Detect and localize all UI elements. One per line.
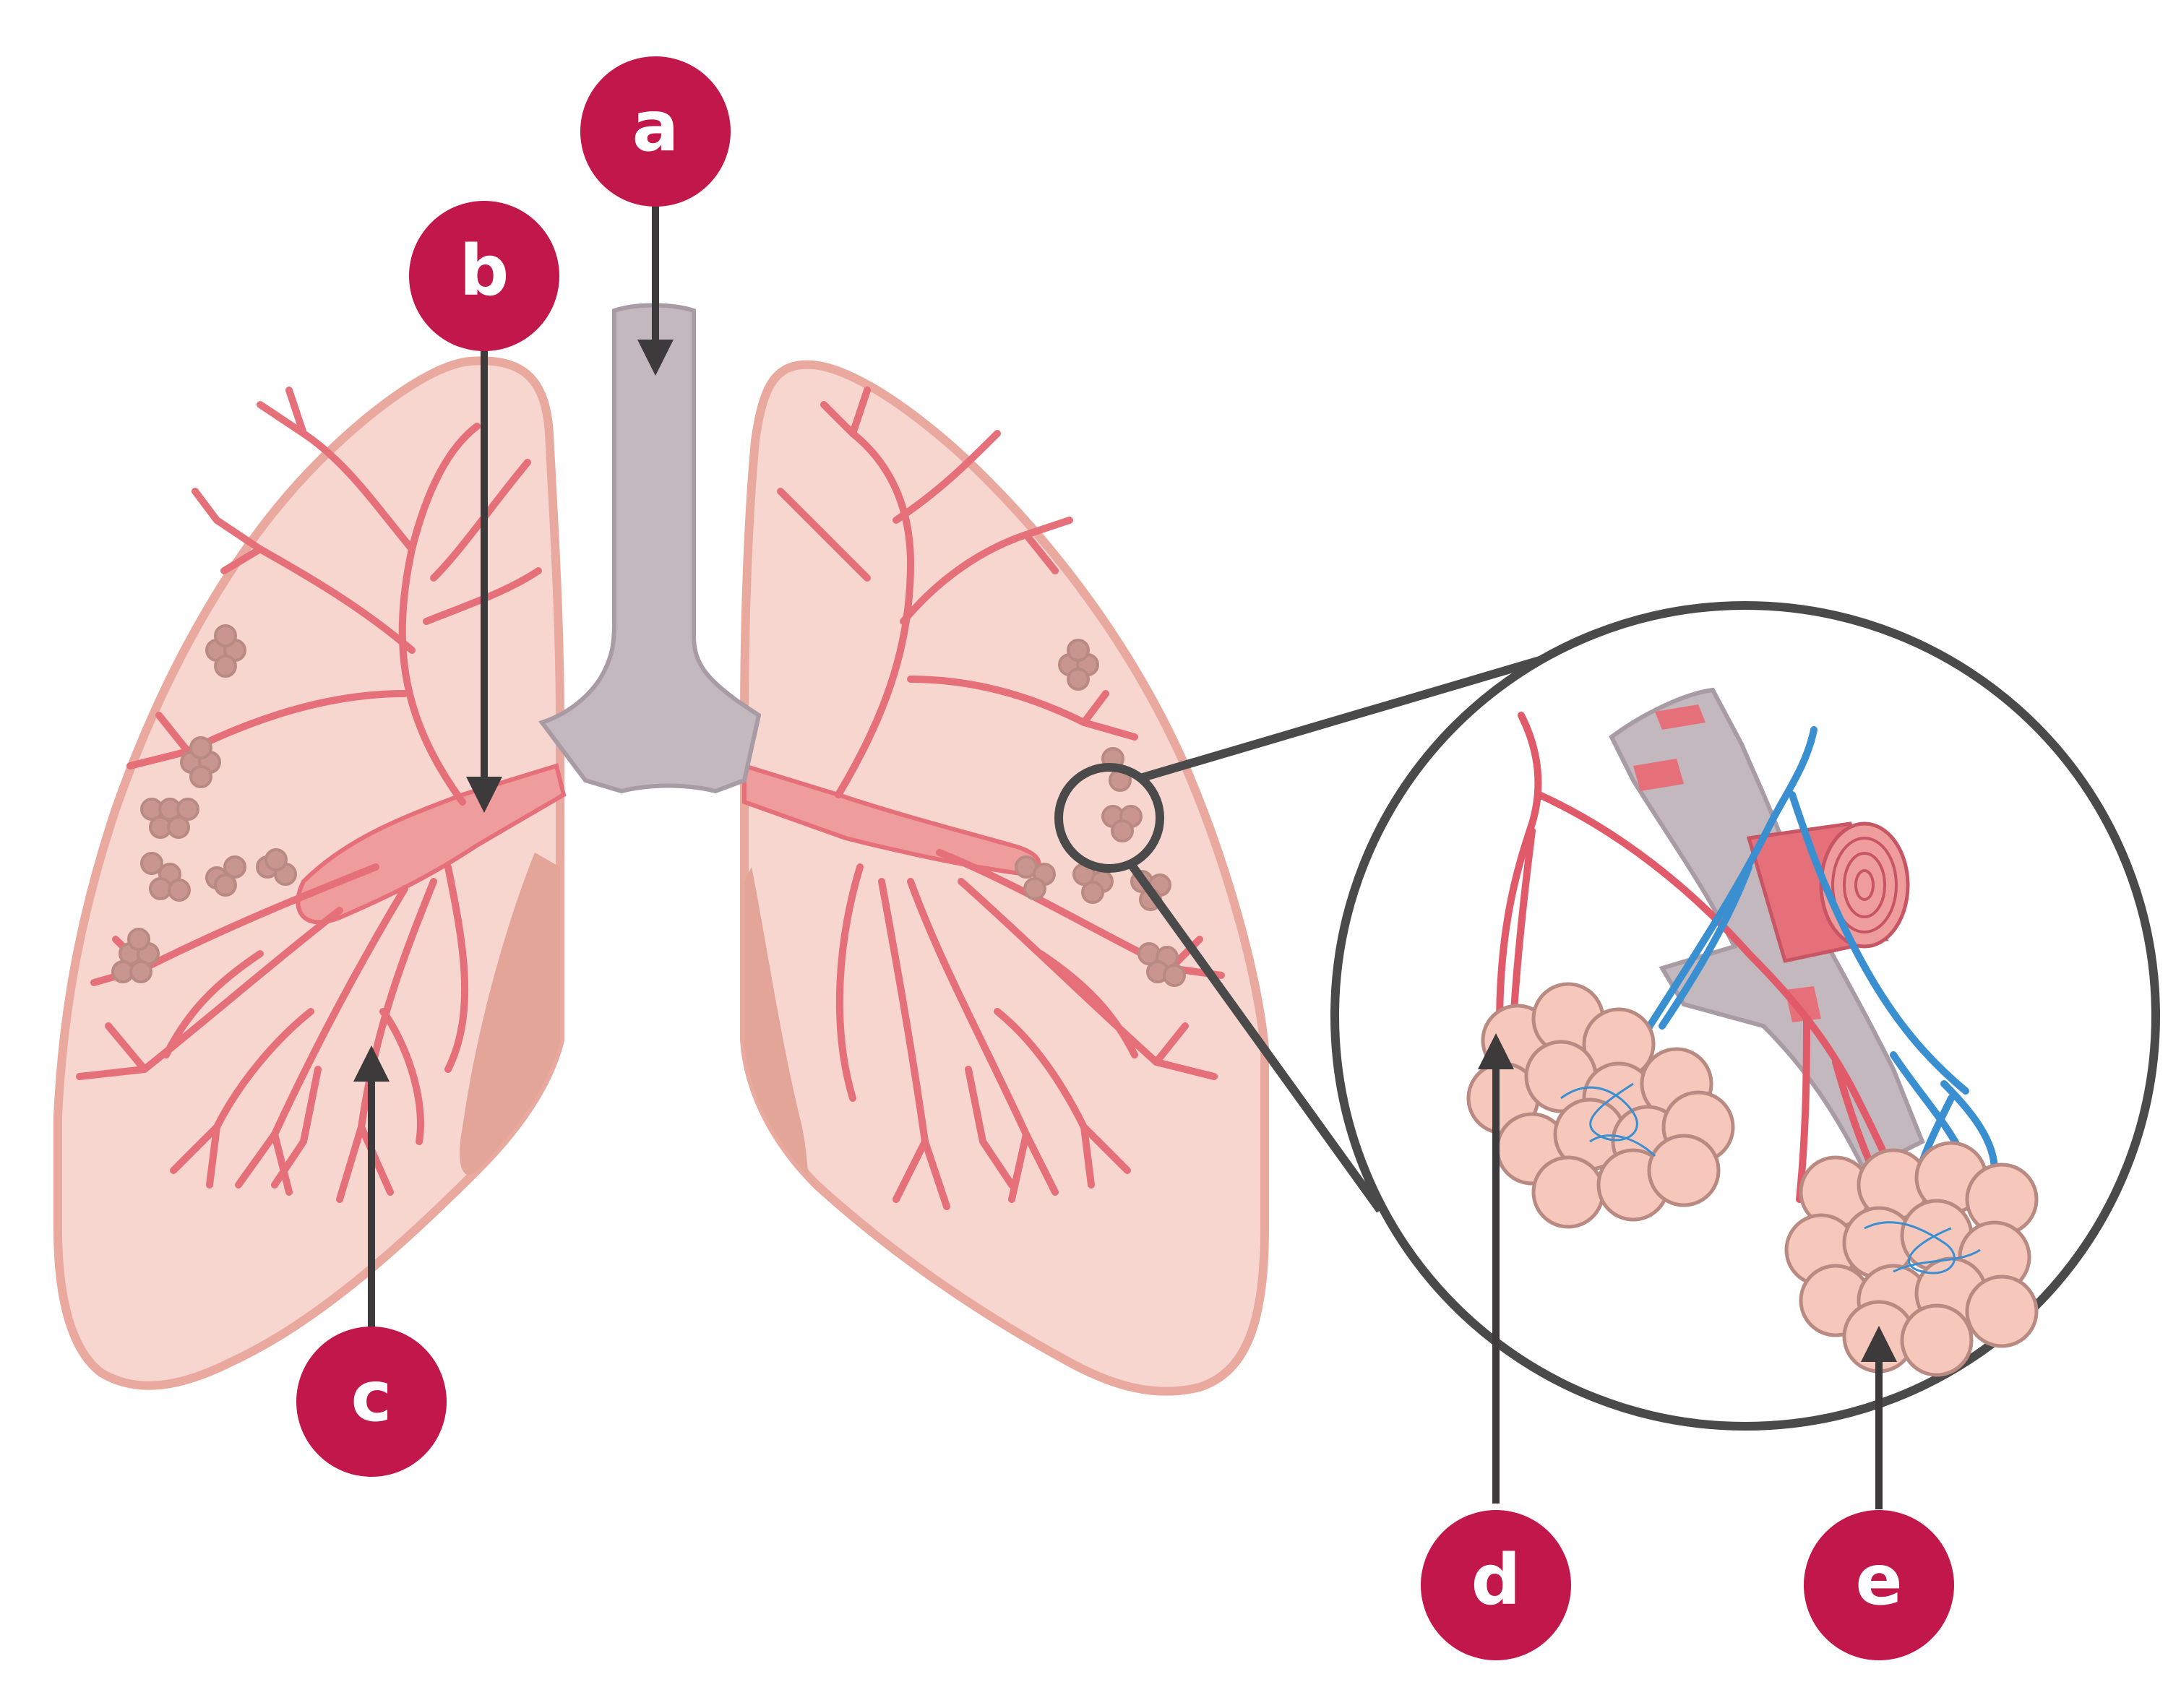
label-badge-a: a <box>580 56 731 207</box>
bronchiole-patch-2 <box>1633 759 1684 791</box>
capillaries-right <box>1864 1221 1981 1274</box>
right-main-bronchus <box>742 762 1041 877</box>
left-lung-medial-shadow <box>460 853 560 1176</box>
zoom-callout <box>1054 601 2160 1431</box>
right-lung-medial-shadow <box>744 867 817 1185</box>
badge-c-text: c <box>351 1356 392 1437</box>
capillaries-left <box>1560 1082 1656 1157</box>
vessel-cross-section <box>1746 821 1910 963</box>
badge-a-circle <box>580 56 731 207</box>
zoom-connector-bottom <box>1127 861 1384 1213</box>
badge-d-circle <box>1421 1510 1571 1660</box>
trachea <box>538 303 762 794</box>
badge-b-circle <box>409 201 559 351</box>
badge-e-circle <box>1804 1510 1954 1660</box>
label-badge-c: c <box>296 1327 447 1477</box>
badge-d-text: d <box>1471 1540 1521 1621</box>
bronchiole-patch-1 <box>1655 704 1705 730</box>
pulmonary-veins <box>1637 726 1998 1189</box>
bronchiole-patch-3 <box>1785 986 1821 1022</box>
label-badge-d: d <box>1421 1510 1571 1660</box>
zoom-source-circle <box>1054 763 1164 873</box>
left-lung <box>53 356 567 1390</box>
pointer-arrows <box>353 189 1897 1509</box>
badge-e-text: e <box>1855 1540 1902 1621</box>
left-alveoli-clusters <box>111 624 297 983</box>
label-badge-b: b <box>409 201 559 351</box>
badge-a-text: a <box>632 86 679 167</box>
badge-c-circle <box>296 1327 447 1477</box>
badge-b-text: b <box>460 230 509 311</box>
label-badge-e: e <box>1804 1510 1954 1660</box>
right-lung <box>740 360 1269 1396</box>
